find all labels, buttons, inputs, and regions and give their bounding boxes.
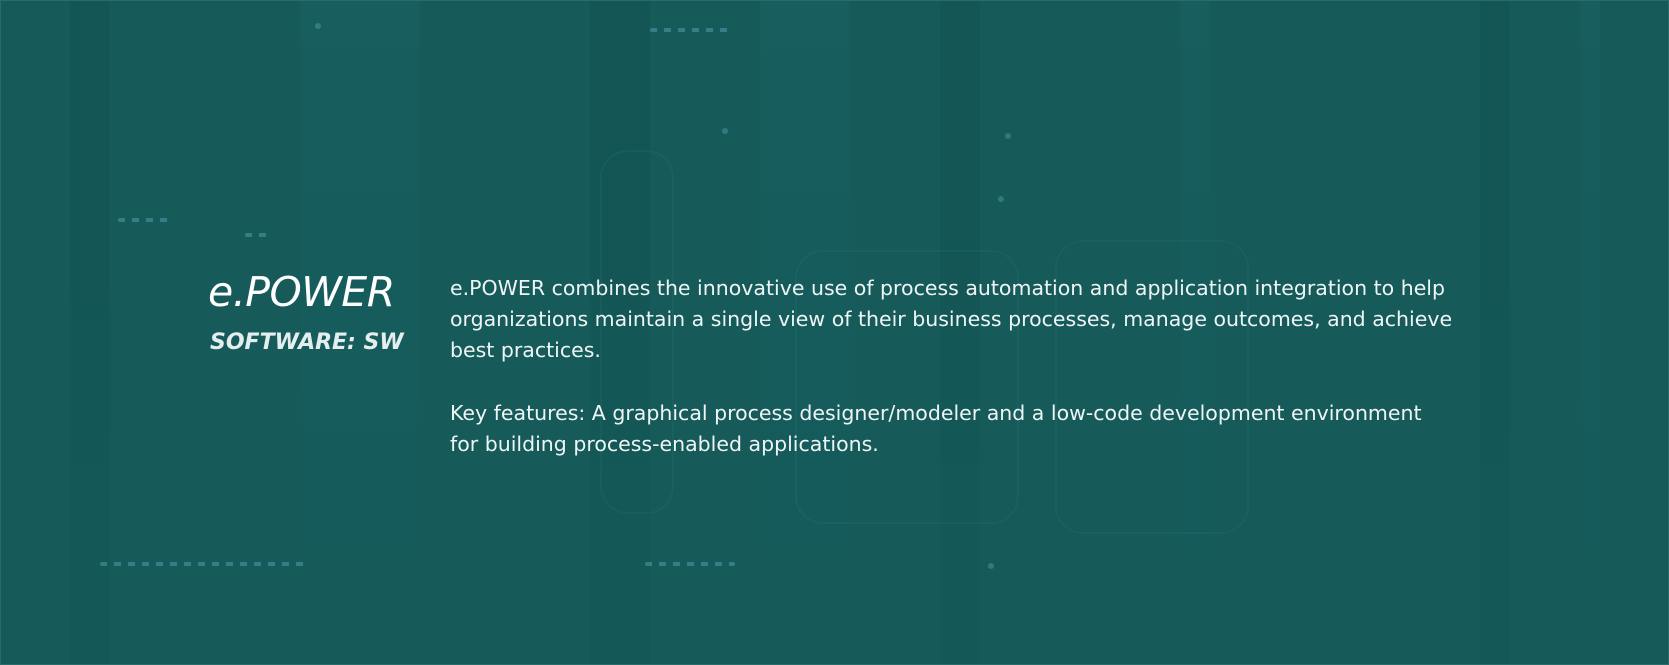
- background-led-row: [645, 562, 735, 566]
- product-title: e.POWER: [208, 268, 395, 316]
- background-rack-column: [300, 0, 420, 665]
- background-led-dot: [988, 563, 994, 569]
- background-led-row: [245, 233, 273, 237]
- background-rack-column: [940, 0, 980, 665]
- background-rack-column: [590, 0, 650, 665]
- background-rack-panel: [795, 250, 1019, 524]
- background-led-row: [650, 28, 730, 32]
- background-rack-column: [1180, 0, 1210, 665]
- background-led-dot: [722, 128, 728, 134]
- background-rack-panel: [600, 150, 674, 514]
- background-led-dot: [998, 196, 1004, 202]
- background-rack-column: [1580, 0, 1600, 665]
- product-category: SOFTWARE: SW: [210, 330, 404, 355]
- background-rack-panel: [1055, 240, 1249, 534]
- background-rack-column: [1480, 0, 1510, 665]
- product-description: e.POWER combines the innovative use of p…: [450, 276, 1453, 362]
- background-rack-column: [760, 0, 850, 665]
- background-rack-column: [70, 0, 110, 665]
- background-led-dot: [1005, 133, 1011, 139]
- background-led-row: [100, 562, 310, 566]
- product-key-features: Key features: A graphical process design…: [450, 401, 1435, 456]
- background-led-row: [118, 218, 168, 222]
- background-led-dot: [315, 23, 321, 29]
